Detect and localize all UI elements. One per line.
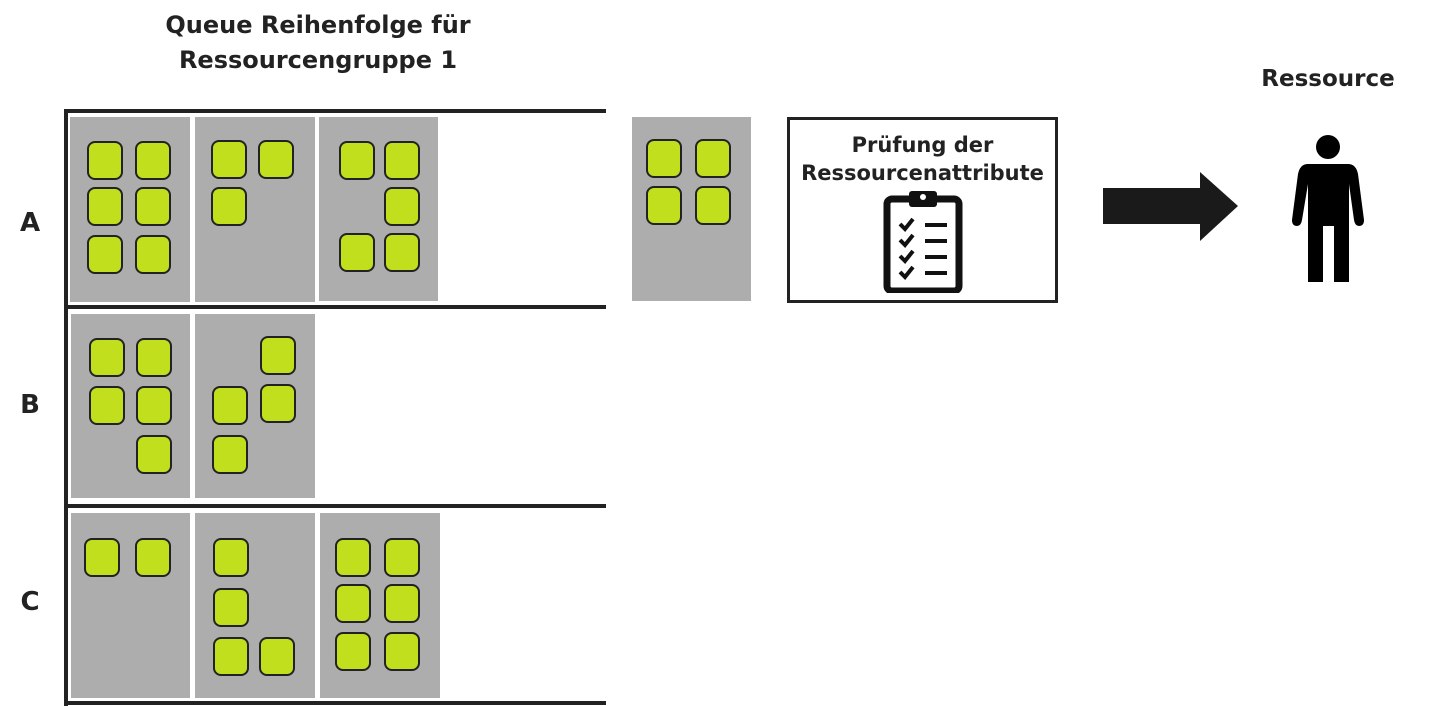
row-label-a: A <box>19 208 41 238</box>
queue-item <box>87 141 123 180</box>
queue-item <box>695 139 731 178</box>
queue-item <box>260 384 296 423</box>
queue-item <box>384 141 420 180</box>
queue-divider <box>64 109 606 113</box>
arrow-right-icon <box>1103 172 1238 241</box>
queue-item <box>212 435 248 474</box>
queue-item <box>384 187 420 226</box>
queue-item <box>135 187 171 226</box>
queue-item <box>89 338 125 377</box>
queue-item <box>211 187 247 226</box>
check-title-line2: Ressourcenattribute <box>801 161 1044 185</box>
queue-item <box>260 336 296 375</box>
queue-item <box>384 233 420 272</box>
clipboard-checklist-icon <box>883 191 962 293</box>
queue-item <box>87 187 123 226</box>
attribute-check-box: Prüfung der Ressourcenattribute <box>787 117 1058 303</box>
queue-item <box>87 235 123 274</box>
queue-item <box>211 140 247 179</box>
queue-title: Queue Reihenfolge für Ressourcengruppe 1 <box>118 8 518 78</box>
queue-item <box>339 141 375 180</box>
queue-item <box>212 386 248 425</box>
queue-item <box>136 435 172 474</box>
queue-item <box>335 632 371 671</box>
queue-divider <box>64 305 606 309</box>
queue-item <box>646 186 682 225</box>
queue-left-border <box>64 109 68 706</box>
queue-divider <box>64 504 606 508</box>
queue-item <box>135 141 171 180</box>
queue-item <box>135 538 171 577</box>
queue-item <box>89 386 125 425</box>
queue-item <box>384 538 420 577</box>
row-label-c: C <box>20 587 40 617</box>
resource-label: Ressource <box>1261 66 1395 92</box>
card-a3 <box>319 117 438 301</box>
queue-item <box>213 637 249 676</box>
queue-item <box>384 584 420 623</box>
queue-title-line1: Queue Reihenfolge für <box>165 11 471 39</box>
queue-item <box>335 584 371 623</box>
queue-item <box>213 538 249 577</box>
queue-item <box>258 140 294 179</box>
queue-divider <box>64 701 606 705</box>
queue-item <box>213 588 249 627</box>
queue-item <box>695 186 731 225</box>
queue-item <box>84 538 120 577</box>
queue-item <box>646 139 682 178</box>
row-label-b: B <box>20 390 40 420</box>
queue-item <box>339 233 375 272</box>
person-icon <box>1292 135 1364 282</box>
queue-item <box>135 235 171 274</box>
queue-item <box>136 386 172 425</box>
queue-title-line2: Ressourcengruppe 1 <box>178 46 458 74</box>
queue-item <box>259 637 295 676</box>
queue-item <box>335 538 371 577</box>
check-title-line1: Prüfung der <box>851 133 994 157</box>
queue-item <box>136 338 172 377</box>
queue-item <box>384 632 420 671</box>
